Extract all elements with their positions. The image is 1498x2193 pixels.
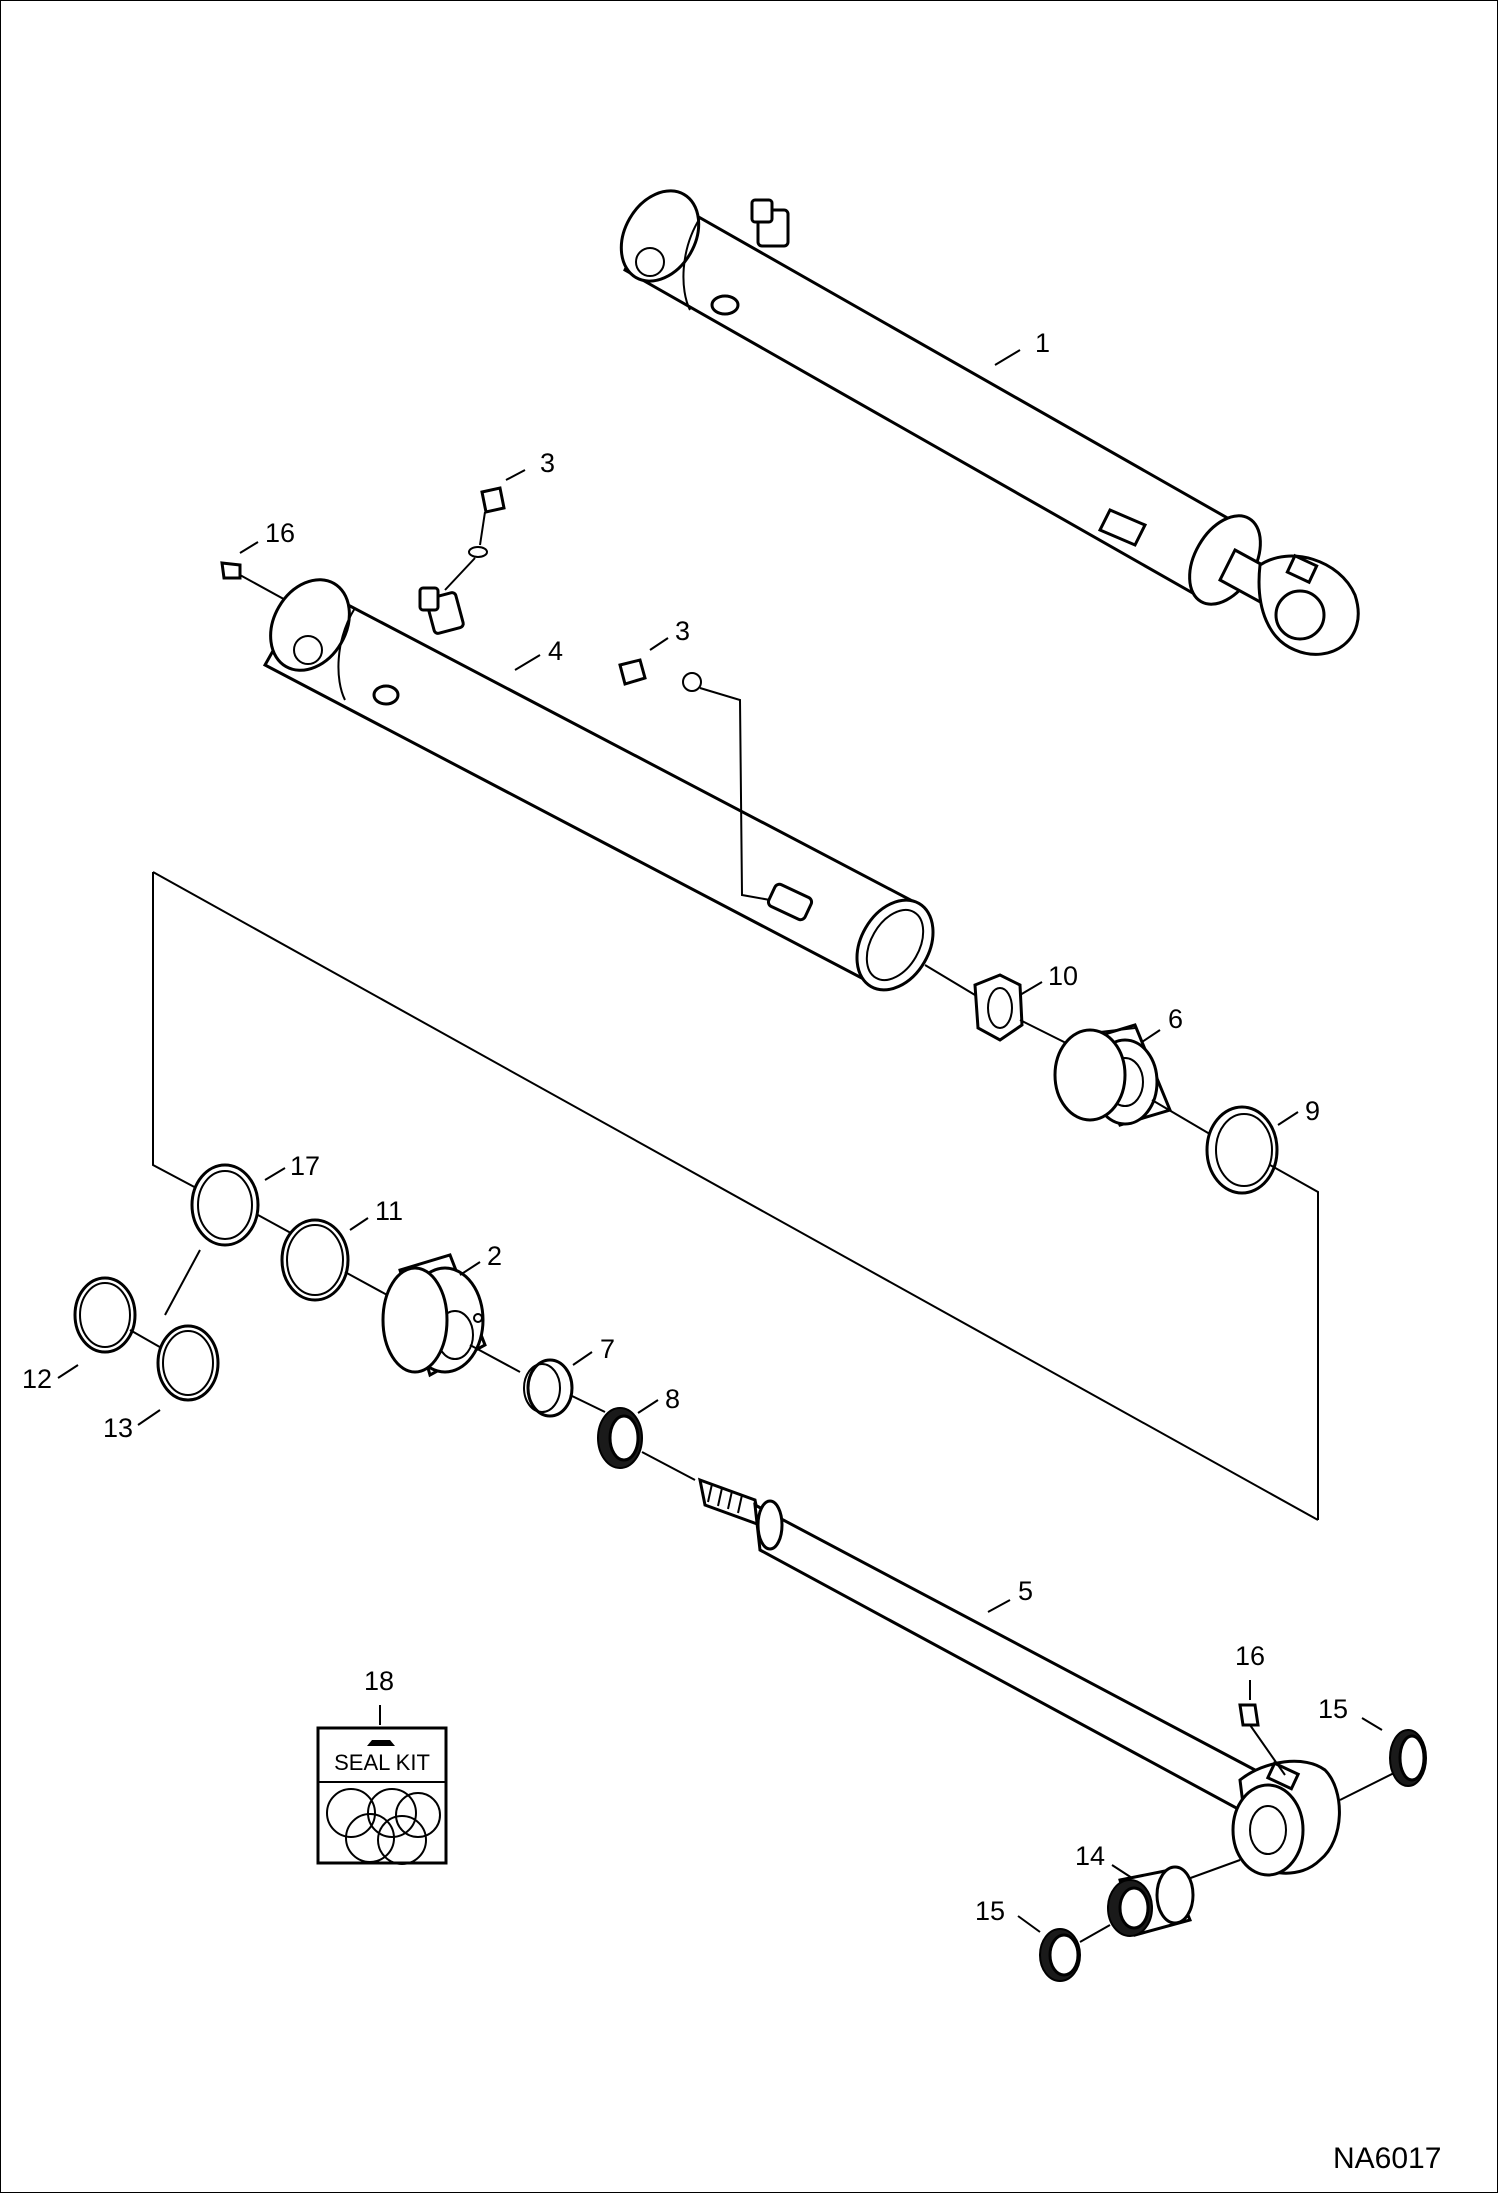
callout-13: 13 (103, 1413, 133, 1443)
bushing-part-14 (1079, 1865, 1195, 1943)
callout-8: 8 (665, 1384, 680, 1414)
callout-15-right: 15 (1318, 1694, 1348, 1724)
plug-part-3-upper (444, 486, 506, 591)
callout-15-left: 15 (975, 1896, 1005, 1926)
callout-2: 2 (487, 1241, 502, 1271)
retaining-ring-part-15-left (1039, 1928, 1081, 1982)
ring-part-17 (164, 1163, 301, 1316)
callout-1: 1 (1035, 328, 1050, 358)
ring-part-13 (156, 1324, 220, 1402)
callout-3-lower: 3 (675, 616, 690, 646)
callout-4: 4 (548, 636, 563, 666)
rod-eye-end (1184, 1759, 1401, 1881)
assembly-bracket-lines (152, 871, 1319, 1521)
callout-3-upper: 3 (540, 448, 555, 478)
seal-kit-label: SEAL KIT (334, 1750, 430, 1775)
piston-part-6 (1053, 1023, 1221, 1141)
callout-17: 17 (290, 1151, 320, 1181)
callout-12: 12 (22, 1364, 52, 1394)
nut-part-10 (924, 964, 1071, 1046)
callout-16-lower: 16 (1235, 1641, 1265, 1671)
ring-part-12 (73, 1276, 166, 1354)
callout-5: 5 (1018, 1576, 1033, 1606)
callout-labels: 1 3 16 4 3 10 6 9 17 11 2 12 13 7 8 5 18… (22, 328, 1348, 1926)
cylinder-assembly-part-1 (619, 189, 1360, 656)
wiper-part-7 (523, 1358, 606, 1418)
callout-9: 9 (1305, 1096, 1320, 1126)
rod-part-5 (698, 1477, 1257, 1813)
grease-fitting-part-16-lower (1238, 1703, 1286, 1776)
callout-leaders (57, 349, 1383, 1933)
seal-ring-part-9 (1205, 1105, 1279, 1195)
retaining-ring-part-15-right (1389, 1729, 1427, 1787)
callout-10: 10 (1048, 961, 1078, 991)
seal-part-8 (597, 1407, 696, 1481)
ring-part-11 (280, 1218, 401, 1303)
drawing-id: NA6017 (1333, 2142, 1441, 2175)
callout-7: 7 (600, 1334, 615, 1364)
seal-kit-part-18: SEAL KIT (316, 1705, 448, 1865)
gland-part-2 (381, 1253, 521, 1378)
callout-18: 18 (364, 1666, 394, 1696)
callout-16-upper: 16 (265, 518, 295, 548)
plug-part-3-lower (618, 658, 771, 901)
barrel-part-4 (262, 578, 935, 992)
callout-14: 14 (1075, 1841, 1105, 1871)
callout-11: 11 (375, 1196, 403, 1226)
callout-6: 6 (1168, 1004, 1183, 1034)
